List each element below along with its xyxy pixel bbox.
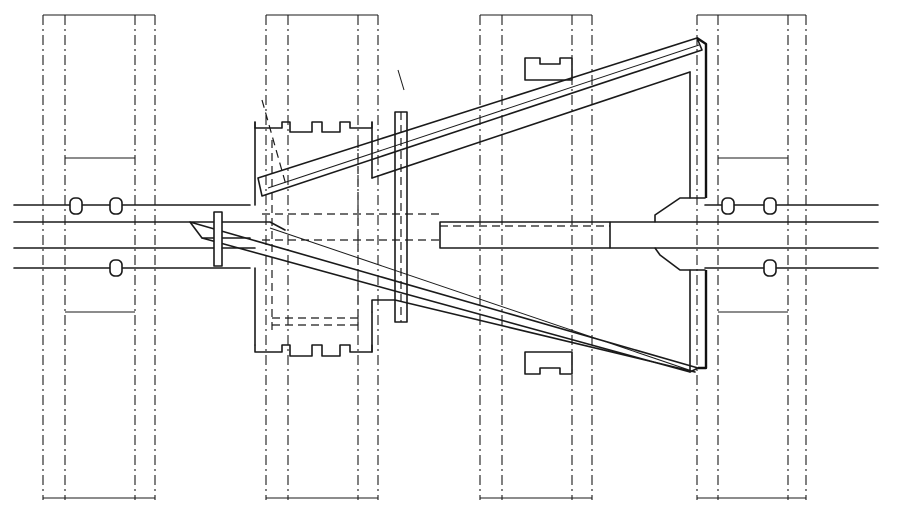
frame-column-4: [696, 14, 807, 500]
frame-column-1: [42, 14, 156, 500]
rail-right: [609, 204, 879, 269]
roller-bolts: [69, 197, 777, 277]
carriage-block: [254, 121, 396, 357]
leader-marks: [261, 69, 405, 186]
cone-body: [189, 37, 708, 373]
rail-left: [13, 204, 251, 269]
central-shaft: [213, 211, 611, 267]
frame-column-2: [265, 14, 379, 500]
rail-clips: [524, 57, 573, 375]
flange-plate: [394, 111, 408, 323]
frame-column-3: [479, 14, 593, 500]
